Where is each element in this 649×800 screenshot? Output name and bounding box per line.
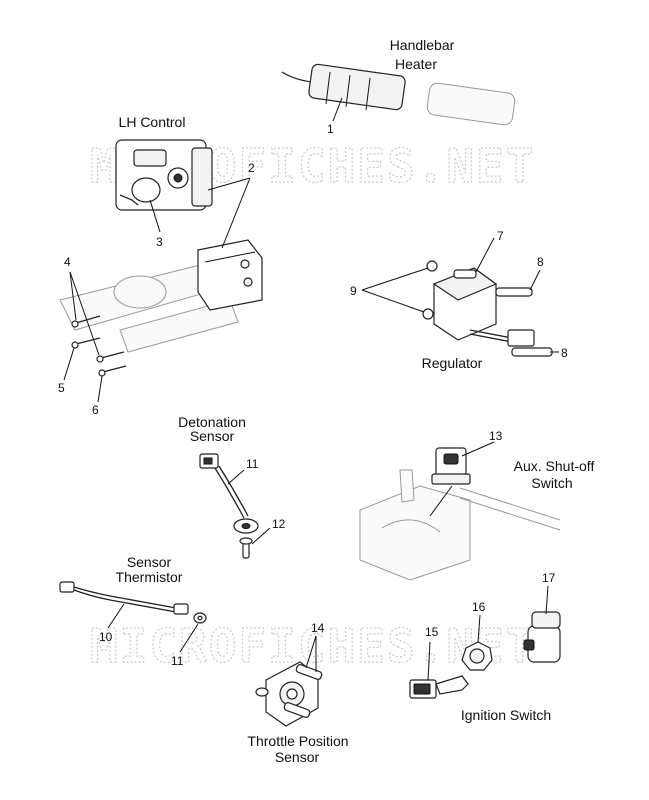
callout-10: 10: [99, 630, 113, 644]
callout-6: 6: [92, 403, 99, 417]
watermark-bottom: MICROFICHES.NET: [90, 619, 535, 673]
leader-4b: [69, 271, 100, 356]
callout-16: 15: [425, 625, 439, 639]
leader-8a: [529, 269, 541, 291]
regulator-connector: [507, 329, 535, 347]
sensor-thermistor-label-line1: Sensor: [127, 554, 172, 570]
callout-11: 11: [171, 654, 184, 668]
leader-10: [107, 603, 125, 629]
leader-12: [227, 469, 245, 485]
leader-1: [332, 97, 343, 122]
callout-5: 5: [58, 381, 65, 395]
callout-8a: 8: [537, 255, 544, 269]
leader-7: [475, 237, 495, 273]
tps-label-line1: Throttle Position: [247, 733, 348, 749]
callout-2: 2: [248, 161, 255, 175]
heater-grip-left: [308, 63, 406, 111]
leader-9b: [361, 289, 425, 313]
screw-4b: [100, 351, 125, 359]
leader-2a: [207, 177, 251, 191]
leader-2b: [221, 177, 251, 249]
ignition-switch-label: Ignition Switch: [461, 707, 551, 723]
screw-15b: [283, 702, 311, 718]
bolt-8b: [511, 347, 553, 357]
detonation-wire: [214, 467, 245, 519]
aux-shutoff-label-line1: Aux. Shut-off: [514, 458, 595, 474]
leader-13: [251, 527, 271, 545]
leader-9a: [361, 267, 429, 291]
detonation-sensor-label-line2: Sensor: [190, 428, 235, 444]
screw-5: [75, 337, 101, 345]
throttle-position-sensor-group: 14 Throttle Position Sensor: [247, 621, 348, 765]
callout-13: 12: [272, 517, 286, 531]
leader-15a: [305, 635, 317, 669]
lh-control-group: LH Control 3 2 4 5 6: [58, 114, 263, 417]
handlebar-heater-label-line2: Heater: [395, 56, 437, 72]
callout-18: 17: [542, 571, 556, 585]
handlebar-heater-label-line1: Handlebar: [390, 37, 455, 53]
handlebar-heater-group: Handlebar Heater 1: [281, 37, 516, 136]
leader-11: [179, 623, 199, 653]
nut-9a: [426, 260, 438, 272]
regulator-group: 7 8 8 9 Regulator: [350, 229, 568, 371]
lh-control-label: LH Control: [119, 114, 186, 130]
aux-shutoff-label-line2: Switch: [531, 475, 572, 491]
callout-12: 11: [246, 457, 259, 471]
leader-16: [427, 641, 431, 681]
callout-7: 7: [497, 229, 504, 243]
bolt-8a: [495, 287, 533, 297]
callout-14: 13: [489, 429, 503, 443]
callout-1: 1: [327, 122, 334, 136]
thermistor-wire: [73, 586, 177, 609]
callout-3: 3: [156, 235, 163, 249]
nut-9b: [422, 308, 434, 320]
leader-17: [477, 614, 481, 643]
callout-9: 9: [350, 284, 357, 298]
aux-shutoff-group: 13 Aux. Shut-off Switch: [359, 429, 595, 581]
leader-3: [149, 199, 161, 233]
regulator-label: Regulator: [422, 355, 483, 371]
leader-6: [97, 375, 103, 403]
sensor-thermistor-label-line2: Thermistor: [116, 569, 183, 585]
ignition-switch-group: 15 16 17 Ignition Switch: [409, 571, 561, 723]
thermistor-tip: [173, 603, 189, 615]
leader-4a: [69, 271, 77, 321]
detonation-sensor-label-line1: Detonation: [178, 414, 246, 430]
tps-label-line2: Sensor: [275, 749, 320, 765]
leader-18: [545, 585, 549, 615]
thermistor-connector: [59, 581, 75, 593]
screw-4a: [75, 315, 101, 324]
heater-grip-right: [426, 82, 516, 126]
screw-15a: [295, 664, 323, 680]
lh-control-switch-body: [197, 239, 263, 311]
sensor-thermistor-group: Sensor Thermistor 10 11: [59, 554, 207, 668]
leader-5: [63, 347, 75, 381]
heater-wire: [281, 71, 313, 83]
callout-8b: 8: [561, 346, 568, 360]
detonation-sensor-group: Detonation Sensor 11 12: [178, 414, 286, 559]
callout-4: 4: [64, 255, 71, 269]
screw-6: [102, 365, 127, 373]
callout-17: 16: [472, 600, 486, 614]
callout-15: 14: [311, 621, 325, 635]
leader-14: [461, 441, 495, 457]
aux-housing-ghost: [359, 485, 471, 581]
